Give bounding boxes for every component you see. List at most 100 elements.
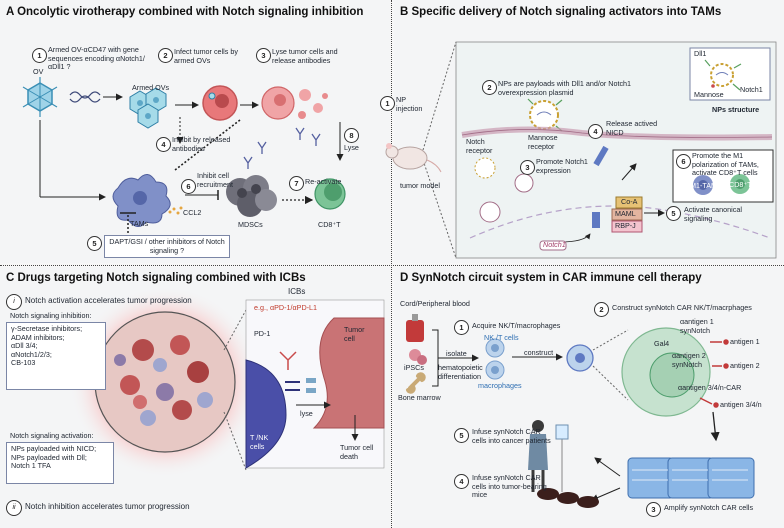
step-d5-text: Infuse synNotch CAR cells into cancer pa… <box>472 427 551 445</box>
nk-t-cell-icon <box>485 338 505 358</box>
car-cell-icon <box>566 344 594 372</box>
step-d2-text: Construct synNotch CAR NK/T/macrphages <box>612 303 752 312</box>
np-structure-icon <box>689 47 771 101</box>
step-a1-text: Armed OV-αCD47 with gene sequences encod… <box>48 45 145 72</box>
step-d1-text: Acquire NK/T/macrophages <box>472 321 561 330</box>
antigen34-car-label: αantigen 3/4/n-CAR <box>678 383 742 392</box>
mouse-icon <box>385 143 442 173</box>
step-b6-text: Promote the M1 polarization of TAMs, act… <box>692 151 759 178</box>
tumor-microenvironment <box>94 311 236 453</box>
step-a4-text: Inhibit by released antibodies <box>172 135 231 153</box>
mannose-receptor-label: Mannose receptor <box>528 133 558 151</box>
horizontal-divider <box>0 265 784 266</box>
antigen1-label: antigen 1 <box>730 337 760 346</box>
step-a3-number: 3 <box>256 48 271 63</box>
step-b5-text: Activate canonical signaling <box>684 205 742 223</box>
m1-tam-icon <box>693 175 713 195</box>
dna-sequence-icon <box>69 91 101 103</box>
t-nk-cell-shape <box>245 359 287 469</box>
antigen1-synnotch-label: αantigen 1 synNotch <box>680 317 714 335</box>
coa-label: Co-A <box>621 197 638 206</box>
step-d3-number: 3 <box>646 502 661 517</box>
step-a8-text: Lyse <box>344 143 359 152</box>
dll1-label: Dll1 <box>694 49 707 58</box>
step-b1-number: 1 <box>380 96 395 111</box>
bone-icon <box>406 372 426 394</box>
endosome-icons <box>474 157 534 223</box>
step-b3-number: 3 <box>520 160 535 175</box>
ccl2-dots <box>168 206 183 215</box>
panel-a-title: A Oncolytic virotherapy combined with No… <box>6 6 364 18</box>
notch-receptor-bar <box>592 212 600 228</box>
synnotch-nucleus <box>649 352 695 398</box>
mice-icon <box>537 488 599 508</box>
inhibition-item: αNotch1/2/3; <box>11 349 52 359</box>
step-d4-number: 4 <box>454 474 469 489</box>
bone-marrow-label: Bone marrow <box>398 393 441 402</box>
tnk-cells-label: T /NK cells <box>250 433 269 451</box>
notch1-gene-box <box>539 240 567 251</box>
mannose-label: Mannose <box>694 90 724 99</box>
maml-label: MAML <box>615 209 636 218</box>
ccl2-label: CCL2 <box>183 208 202 217</box>
macrophages-label: macrophages <box>478 381 522 390</box>
tumor-cell-label: Tumor cell <box>344 325 365 343</box>
panel-d-title: D SynNotch circuit system in CAR immune … <box>400 272 702 284</box>
antigen34-label: antigen 3/4/n <box>720 400 762 409</box>
tumor-cell-shape <box>312 317 385 429</box>
panel-b-title: B Specific delivery of Notch signaling a… <box>400 6 722 18</box>
item-i-number: i <box>6 294 22 310</box>
mdsc-cells-icon <box>226 175 277 217</box>
step-b2-text: NPs are payloads with Dll1 and/or Notch1… <box>498 79 632 97</box>
inhibition-item: ADAM inhibitors; <box>11 332 65 342</box>
item-ii-number: ii <box>6 500 22 516</box>
inhibition-list-box: γ-Secretase inhibitors; ADAM inhibitors;… <box>6 322 106 390</box>
panel-c-title: C Drugs targeting Notch signaling combin… <box>6 272 306 284</box>
nps-structure-label: NPs structure <box>712 105 760 114</box>
armed-ov-icons <box>129 87 167 129</box>
nk-t-cells-label: NK /T cells <box>484 333 519 342</box>
tumor-model-label: tumor model <box>400 181 440 190</box>
ov-virus-icon <box>22 77 58 117</box>
step-a2-number: 2 <box>158 48 173 63</box>
step-a6-number: 6 <box>181 179 196 194</box>
pd1-receptor <box>285 381 300 391</box>
activation-item: NPs payloaded with Dll; <box>11 452 87 462</box>
step-b5-number: 5 <box>666 206 681 221</box>
cord-blood-label: Cord/Peripheral blood <box>400 299 470 308</box>
step-a3-text: Lyse tumor cells and release antibodies <box>272 47 338 65</box>
blood-bag-icon <box>406 314 424 342</box>
ov-label: OV <box>33 67 44 76</box>
activation-item: NPs payloaded with NICD; <box>11 444 97 453</box>
step-b6-number: 6 <box>676 154 691 169</box>
isolate-label: isolate <box>446 349 467 358</box>
step-a2-text: Infect tumor cells by armed OVs <box>174 47 238 65</box>
rbpj-box <box>611 220 643 233</box>
notch1-label: Notch1 <box>740 85 763 94</box>
hematopoietic-label: hematopoietic differentiation <box>438 363 483 381</box>
step-d2-number: 2 <box>594 302 609 317</box>
antibody-icons <box>243 127 321 169</box>
cd8-t-icon-b <box>730 174 750 194</box>
step-a7-text: Re-activate <box>305 177 342 186</box>
item-i-text: Notch activation accelerates tumor progr… <box>25 296 192 305</box>
ipscs-label: iPSCs <box>404 363 424 372</box>
icbs-label: ICBs <box>288 287 306 296</box>
step-a6-text: Inhibit cell recruitment <box>197 171 233 189</box>
antigen2-label: antigen 2 <box>730 361 760 370</box>
step-b3-text: Promote Notch1 expression <box>536 157 588 175</box>
patient-icon <box>528 420 569 492</box>
step-a1-number: 1 <box>32 48 47 63</box>
icb-example-label: e.g., αPD-1/αPD-L1 <box>254 303 318 312</box>
step-b4-number: 4 <box>588 124 603 139</box>
maml-box <box>611 208 643 221</box>
mdscs-label: MDSCs <box>238 220 263 229</box>
macrophage-icon <box>485 360 505 380</box>
step-a5-number: 5 <box>87 236 102 251</box>
lyse-label: lyse <box>300 409 313 418</box>
step-d3-text: Amplify synNotch CAR cells <box>664 503 754 512</box>
construct-label: construct <box>524 348 554 357</box>
inhibition-item: CB-103 <box>11 358 36 368</box>
activation-list-box: NPs payloaded with NICD; NPs payloaded w… <box>6 442 114 484</box>
